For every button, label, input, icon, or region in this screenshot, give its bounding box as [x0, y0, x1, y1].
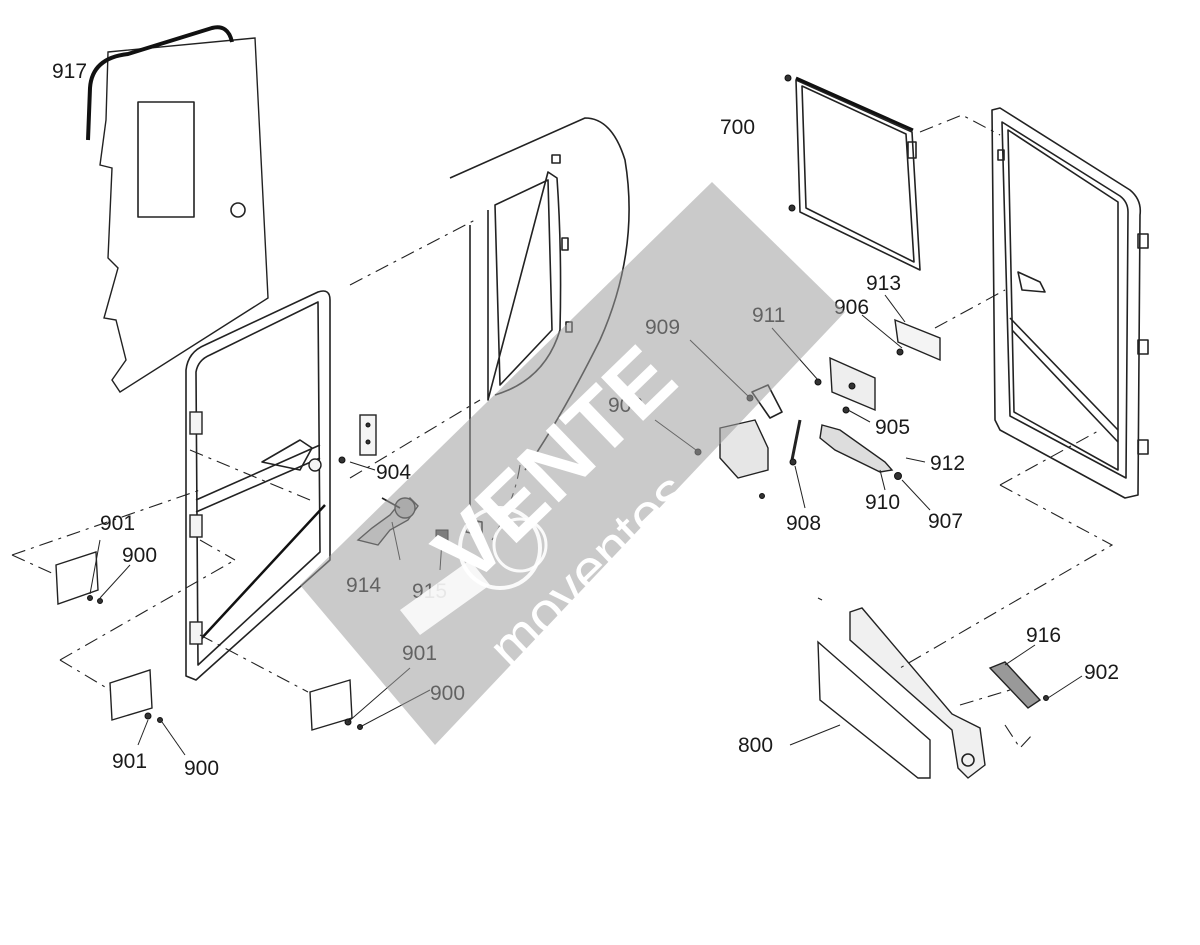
watermark-logo — [400, 506, 548, 635]
callout-916: 916 — [1026, 624, 1061, 647]
callout-907: 907 — [928, 510, 963, 533]
callout-901-left: 901 — [100, 512, 135, 535]
door-frame-right — [991, 107, 1149, 499]
callout-905: 905 — [875, 416, 910, 439]
callout-900-bottom: 900 — [184, 757, 219, 780]
latch-plate-904 — [338, 414, 377, 464]
step-bracket-800 — [817, 607, 986, 779]
spring-908 — [789, 419, 802, 466]
glass-panel-917 — [86, 25, 269, 393]
callout-908: 908 — [786, 512, 821, 535]
callout-917: 917 — [52, 60, 87, 83]
window-frame-700 — [784, 74, 921, 271]
hinge-plate-center — [309, 679, 363, 731]
lever-910 — [819, 424, 902, 480]
callout-910: 910 — [865, 491, 900, 514]
hinge-plate-bottom — [109, 669, 163, 723]
lock-bracket-913 — [894, 318, 941, 362]
callout-800: 800 — [738, 734, 773, 757]
hinge-plate-left — [55, 551, 103, 605]
callout-902: 902 — [1084, 661, 1119, 684]
step-tread-916 — [988, 661, 1049, 709]
callout-913: 913 — [866, 272, 901, 295]
callout-700: 700 — [720, 116, 755, 139]
callout-900-left: 900 — [122, 544, 157, 567]
latch-cover-903 — [694, 419, 769, 499]
callout-912: 912 — [930, 452, 965, 475]
lock-plate-905 — [814, 356, 876, 414]
callout-904: 904 — [376, 461, 411, 484]
door-frame-left — [185, 290, 331, 681]
callout-901-bottom: 901 — [112, 750, 147, 773]
